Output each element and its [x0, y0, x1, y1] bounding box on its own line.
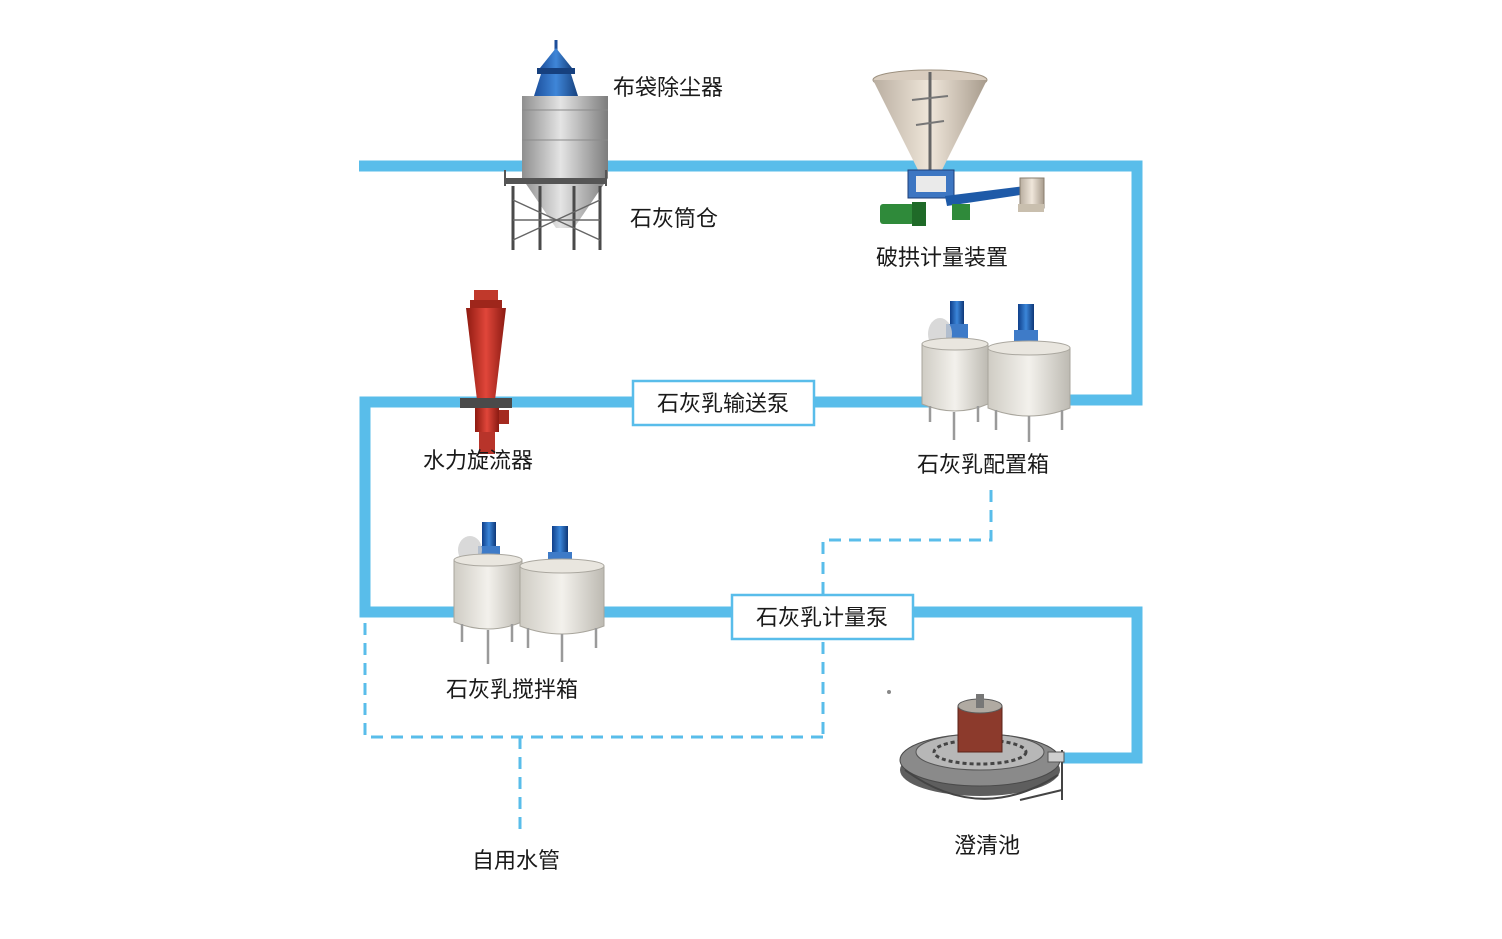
- dashed-pipe-network: [363, 490, 993, 830]
- pipe-silo-to-prep-tank: [359, 160, 1143, 406]
- clarifier-label: 澄清池: [954, 834, 1020, 859]
- water-pipe-label: 自用水管: [472, 849, 560, 874]
- lime-silo-label: 石灰筒仓: [630, 207, 718, 232]
- pipe-prep-tank-to-mixing-tank: [359, 396, 930, 618]
- mixing-tank-label: 石灰乳搅拌箱: [446, 678, 578, 703]
- transfer-pump-label-box: 石灰乳输送泵: [631, 379, 816, 427]
- transfer-pump-label: 石灰乳输送泵: [657, 392, 789, 417]
- agitator-tank-pair-icon: [921, 301, 1071, 442]
- arch-breaking-metering-label: 破拱计量装置: [876, 246, 1008, 271]
- silo-with-dust-collector-icon: [504, 40, 608, 250]
- hydrocyclone-icon: [460, 290, 512, 454]
- hydrocyclone-label: 水力旋流器: [423, 449, 533, 474]
- metering-pump-label: 石灰乳计量泵: [756, 606, 888, 631]
- agitator-tank-pair-icon: [453, 522, 605, 664]
- hopper-screw-feeder-icon: [872, 69, 1045, 226]
- water-pipe-prep-tank: [821, 490, 993, 737]
- prep-tank-label: 石灰乳配置箱: [917, 453, 1049, 478]
- dust-collector-label: 布袋除尘器: [613, 76, 723, 101]
- metering-pump-label-box: 石灰乳计量泵: [730, 593, 915, 641]
- clarifier-tank-icon: [887, 690, 1065, 801]
